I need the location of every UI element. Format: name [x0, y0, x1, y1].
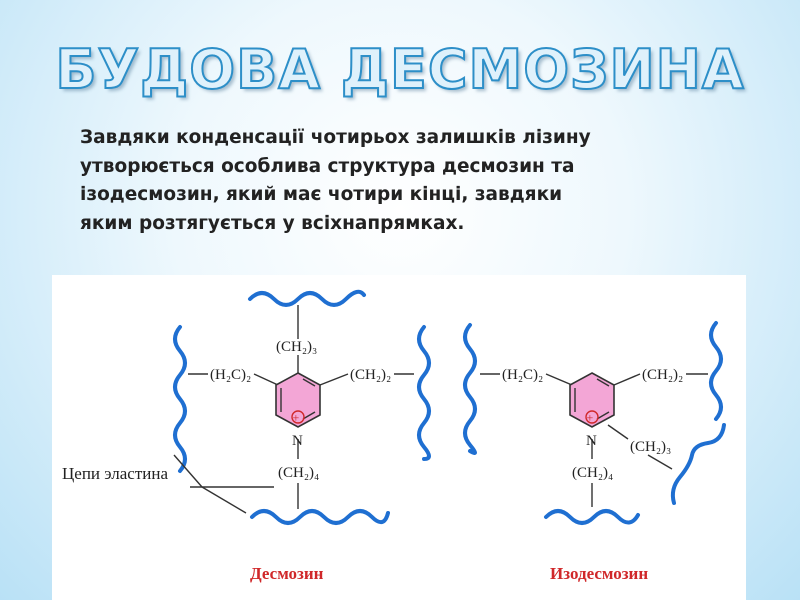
top-chain-left: (CH₂)₃: [276, 339, 317, 355]
elastin-chain-right-left: [417, 325, 431, 461]
description-paragraph: Завдяки конденсації чотирьох залишків лі…: [80, 124, 720, 238]
description-line-3: ізодесмозин, який має чотири кінці, завд…: [80, 184, 563, 205]
right-chain-right: (CH₂)₂: [642, 367, 683, 383]
elastin-chains-label: Цепи эластина: [62, 464, 168, 483]
ring-nitrogen-right: N: [586, 433, 597, 449]
pyridinium-ring-left: [275, 372, 321, 428]
elastin-chain-top-left: [248, 289, 366, 307]
elastin-chain-left-left: [173, 325, 187, 473]
left-chain-left: (H₂C)₂: [210, 367, 251, 383]
elastin-chain-left-right: [463, 323, 477, 455]
elastin-chain-bottom-right: [544, 509, 640, 525]
elastin-chain-right-right: [709, 321, 723, 421]
positive-charge-icon: [585, 410, 599, 424]
left-chain-right: (H₂C)₂: [502, 367, 543, 383]
side-chain-right: (CH₂)₃: [630, 439, 671, 455]
description-line-1: Завдяки конденсації чотирьох залишків лі…: [80, 127, 591, 148]
charge-symbol-left: +: [293, 411, 300, 425]
desmosine-diagram: + N (CH₂)₃ (H₂C)₂ (CH₂)₂ (CH₂)₄ + N (H₂C…: [62, 289, 726, 583]
bottom-chain-right: (CH₂)₄: [572, 465, 613, 481]
positive-charge-icon: [291, 410, 305, 424]
description-line-2: утворюється особлива структура десмозин …: [80, 155, 575, 177]
ring-nitrogen-left: N: [292, 433, 303, 449]
isodesmosine-caption: Изодесмозин: [550, 564, 648, 583]
desmosine-caption: Десмозин: [250, 564, 324, 583]
elastin-chain-side-right: [670, 423, 726, 505]
page-title: БУДОВА ДЕСМОЗИНА: [54, 37, 745, 102]
elastin-chain-bottom-left: [250, 509, 390, 525]
diagram-panel: + N (CH₂)₃ (H₂C)₂ (CH₂)₂ (CH₂)₄ + N (H₂C…: [52, 275, 746, 600]
charge-symbol-right: +: [587, 411, 594, 425]
right-chain-left: (CH₂)₂: [350, 367, 391, 383]
bottom-chain-left: (CH₂)₄: [278, 465, 319, 481]
pyridinium-ring-right: [569, 372, 615, 428]
description-line-4: яким розтягується у всіхнапрямках.: [80, 212, 465, 234]
